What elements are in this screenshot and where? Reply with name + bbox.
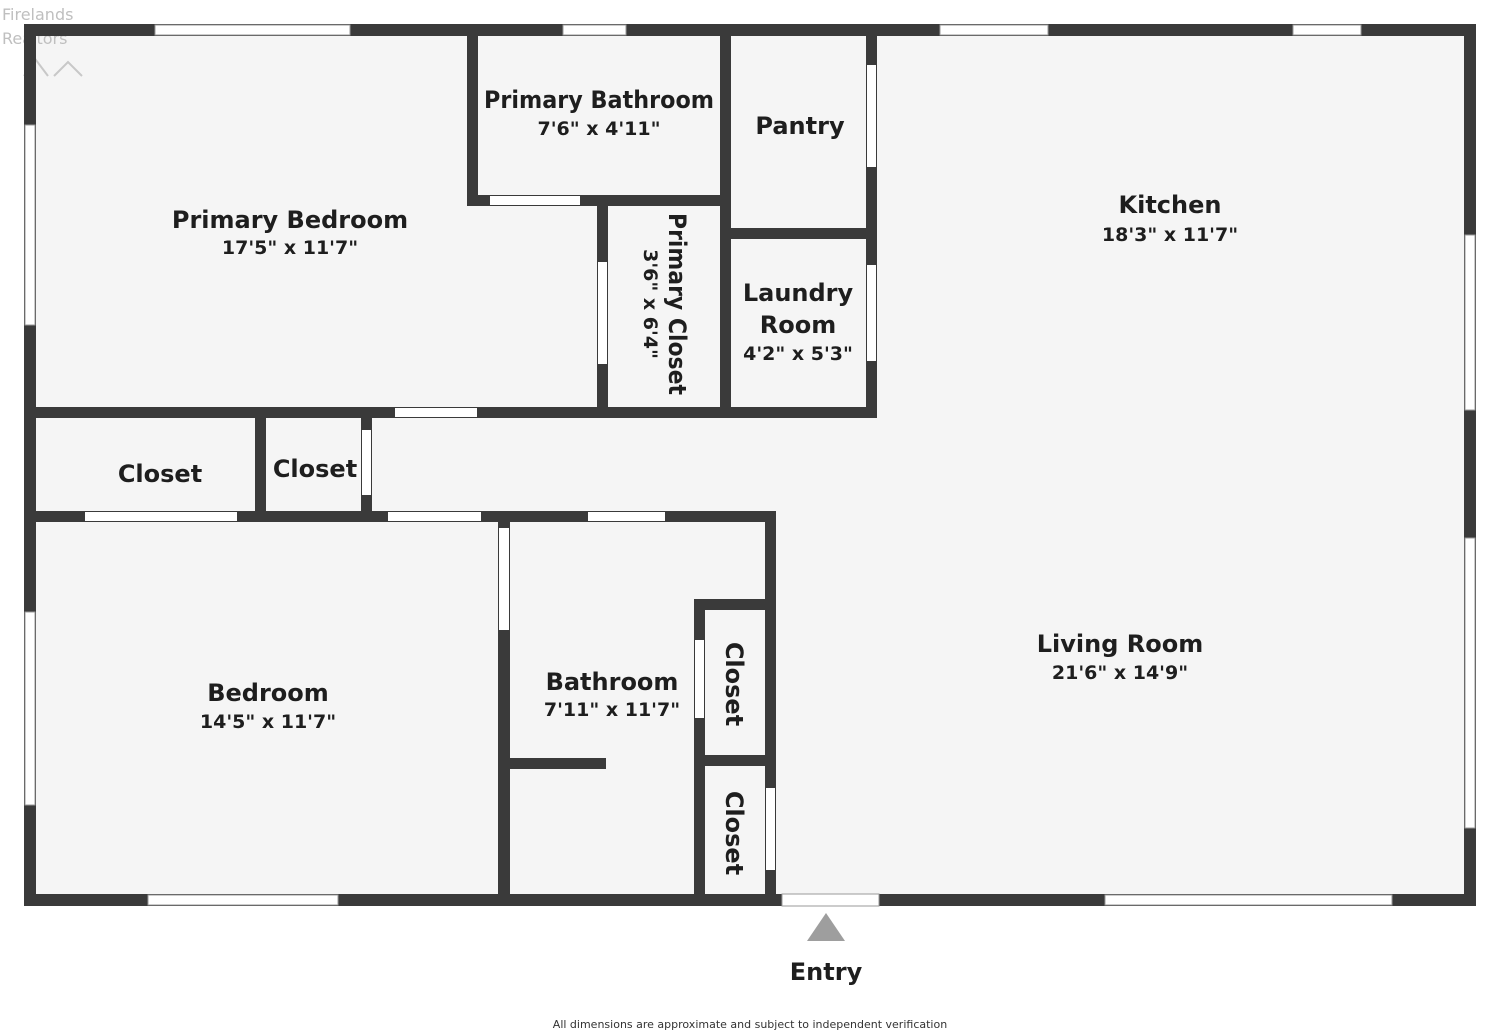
- door: [395, 408, 477, 417]
- room-name: Primary Bedroom: [172, 206, 408, 234]
- wall: [720, 30, 731, 418]
- entry-arrow-icon: [807, 913, 845, 941]
- room-name: Closet: [273, 455, 357, 483]
- entry-door: [781, 893, 880, 907]
- room-dimensions: 14'5" x 11'7": [200, 711, 336, 733]
- room-name: Closet: [118, 460, 202, 488]
- room-name: Room: [760, 311, 836, 339]
- door: [867, 65, 876, 167]
- door: [85, 512, 237, 521]
- wall: [467, 30, 478, 206]
- room-name: Primary Bathroom: [484, 86, 714, 114]
- window: [24, 124, 36, 326]
- floor-area: [30, 30, 1470, 900]
- window: [1292, 24, 1362, 36]
- disclaimer: All dimensions are approximate and subje…: [553, 1018, 947, 1031]
- door: [499, 528, 509, 630]
- room-dimensions: 21'6" x 14'9": [1052, 662, 1188, 684]
- room-name: Closet: [720, 791, 748, 875]
- door: [588, 512, 665, 521]
- room-closet-upper: Closet: [720, 642, 748, 726]
- wall: [694, 599, 705, 900]
- wall: [699, 755, 771, 766]
- entry-label: Entry: [790, 958, 863, 986]
- door: [766, 788, 775, 870]
- room-dimensions: 17'5" x 11'7": [222, 237, 358, 259]
- door: [388, 512, 481, 521]
- window: [147, 894, 339, 906]
- room-dimensions: 7'6" x 4'11": [537, 118, 660, 140]
- entry-marker: Entry: [790, 913, 863, 986]
- room-name: Primary Closet: [663, 213, 691, 395]
- room-dimensions: 7'11" x 11'7": [544, 699, 680, 721]
- room-kitchen: Kitchen 18'3" x 11'7": [1102, 191, 1238, 246]
- room-pantry: Pantry: [755, 112, 845, 140]
- room-dimensions: 18'3" x 11'7": [1102, 224, 1238, 246]
- room-closet-mid: Closet: [273, 455, 357, 483]
- door: [362, 430, 371, 495]
- window: [1104, 894, 1393, 906]
- room-closet-left: Closet: [118, 460, 202, 488]
- window: [939, 24, 1049, 36]
- room-dimensions: 4'2" x 5'3": [743, 343, 853, 365]
- window: [24, 611, 36, 806]
- window: [1464, 234, 1476, 411]
- room-primary-bathroom: Primary Bathroom 7'6" x 4'11": [484, 86, 714, 140]
- room-laundry-room: Laundry Room 4'2" x 5'3": [743, 279, 854, 365]
- room-bathroom: Bathroom 7'11" x 11'7": [544, 668, 680, 721]
- room-name: Pantry: [755, 112, 845, 140]
- wall: [255, 412, 266, 522]
- window: [1464, 537, 1476, 829]
- room-living-room: Living Room 21'6" x 14'9": [1037, 630, 1203, 684]
- wall: [765, 511, 776, 900]
- svg-text:Firelands: Firelands: [2, 5, 73, 24]
- room-name: Kitchen: [1119, 191, 1222, 219]
- room-primary-bedroom: Primary Bedroom 17'5" x 11'7": [172, 206, 408, 259]
- room-name: Closet: [720, 642, 748, 726]
- wall: [694, 599, 772, 610]
- wall: [504, 758, 606, 769]
- window: [562, 24, 627, 36]
- room-name: Laundry: [743, 279, 854, 307]
- room-name: Bedroom: [207, 679, 329, 707]
- room-primary-closet: Primary Closet 3'6" x 6'4": [639, 213, 691, 395]
- room-closet-lower: Closet: [720, 791, 748, 875]
- openings: [24, 24, 1476, 907]
- room-name: Living Room: [1037, 630, 1203, 658]
- door: [598, 262, 607, 364]
- wall: [725, 228, 877, 239]
- door: [490, 196, 580, 205]
- wall: [866, 30, 877, 418]
- room-bedroom: Bedroom 14'5" x 11'7": [200, 679, 336, 733]
- interior-doors: [85, 65, 876, 870]
- wall: [24, 24, 1476, 36]
- door: [867, 265, 876, 361]
- window: [154, 24, 351, 36]
- room-dimensions: 3'6" x 6'4": [639, 249, 661, 359]
- door: [695, 640, 704, 718]
- room-name: Bathroom: [546, 668, 679, 696]
